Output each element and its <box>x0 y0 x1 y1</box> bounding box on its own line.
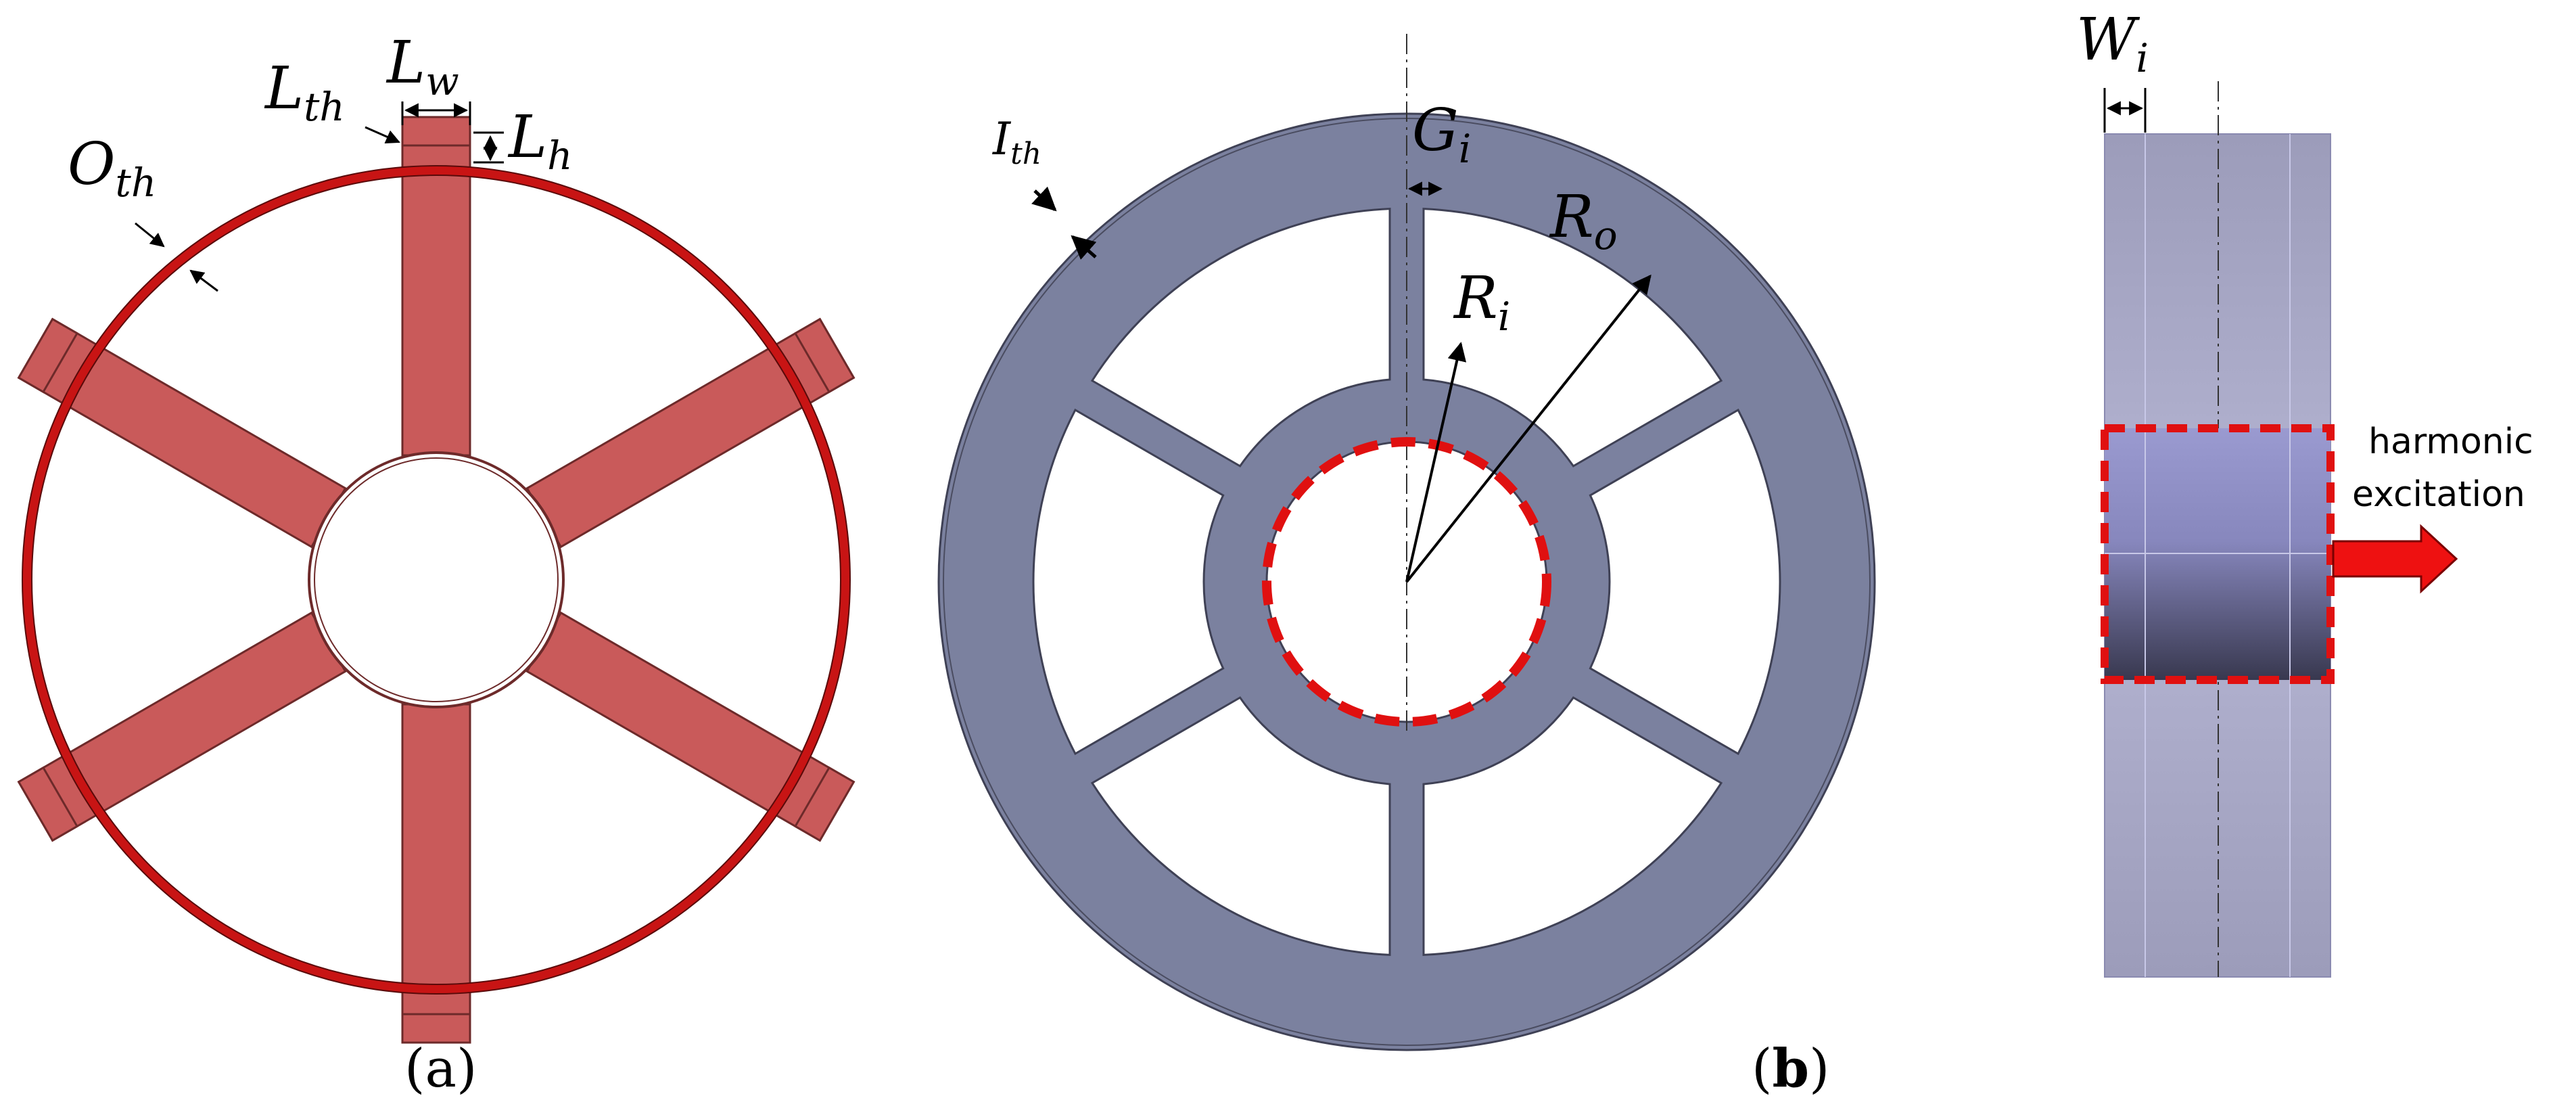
excitation-label-line1: harmonic <box>2368 421 2533 462</box>
caption-b: (b) <box>1752 1038 1829 1099</box>
lw-dimension <box>401 101 471 125</box>
spoke-lower-right <box>525 611 856 842</box>
spoke-upper-left <box>17 317 347 549</box>
spoke-group <box>17 116 856 1044</box>
wheel-disk <box>937 112 1876 1051</box>
inner-excitation-circle <box>1262 437 1551 727</box>
spoke-upper-right <box>525 317 856 549</box>
label-wi: Wi <box>2076 6 2149 81</box>
excitation-label-line2: excitation <box>2352 474 2525 515</box>
lth-arrow <box>365 126 400 143</box>
label-gi: Gi <box>1412 97 1471 172</box>
oth-arrow-inner <box>189 269 218 292</box>
hub-circle <box>308 451 565 708</box>
spoke-lower-left-tab <box>17 766 79 842</box>
ith-arrow-outer <box>1031 186 1057 212</box>
outer-ring <box>22 166 850 994</box>
label-oth: Oth <box>68 131 156 206</box>
label-lh: Lh <box>507 104 572 179</box>
oth-arrow-outer <box>135 222 165 248</box>
label-lw: Lw <box>385 29 459 104</box>
lh-dimension <box>473 131 504 164</box>
ri-arrow <box>1405 342 1467 583</box>
excitation-region-border <box>2101 424 2335 684</box>
ith-arrow-inner <box>1071 235 1097 260</box>
excitation-arrow <box>2332 524 2458 594</box>
caption-a: (a) <box>404 1039 477 1099</box>
spoke-lower-left <box>17 611 347 842</box>
label-lth: Lth <box>264 55 345 130</box>
panel-a-spoked-ring: Lw Lth Lh Oth (a) <box>17 29 856 1099</box>
spoke-lower-right-tab <box>793 766 856 842</box>
spoke-upper-right-tab <box>793 317 856 394</box>
ro-arrow <box>1405 274 1652 583</box>
panel-b-wheel-disk: Ith Gi Ri Ro (b) <box>937 34 1876 1099</box>
label-ro: Ro <box>1549 183 1618 258</box>
spoke-top-tab <box>401 116 471 147</box>
label-ri: Ri <box>1453 265 1510 340</box>
spoke-upper-left-tab <box>17 317 79 394</box>
panel-c-side-view: Wi harmonic excitation <box>2076 6 2533 978</box>
spoke-bottom-tab <box>401 1013 471 1044</box>
label-ith: Ith <box>992 113 1041 171</box>
